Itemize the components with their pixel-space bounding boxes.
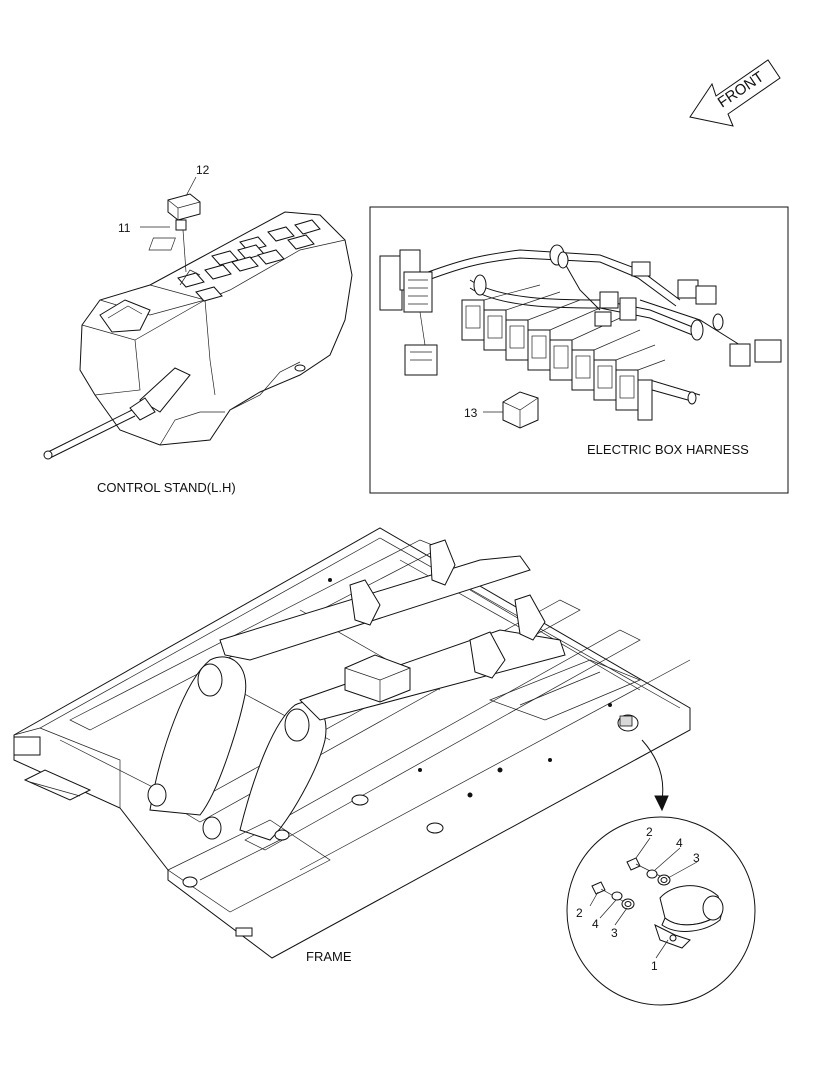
relay-row	[461, 284, 666, 421]
callout-13: 13	[464, 406, 478, 420]
frame-drawing	[13, 527, 691, 959]
callout-1: 1	[651, 959, 658, 973]
front-arrow: FRONT	[689, 59, 781, 127]
callout-3-upper: 3	[693, 851, 700, 865]
callout-3-lower: 3	[611, 926, 618, 940]
control-stand-label: CONTROL STAND(L.H)	[97, 480, 236, 495]
callout-2-lower: 2	[576, 906, 583, 920]
control-stand-drawing	[43, 193, 353, 460]
electric-box-frame	[369, 206, 789, 494]
callout-2-upper: 2	[646, 825, 653, 839]
electric-box-label: ELECTRIC BOX HARNESS	[587, 442, 749, 457]
callout-12: 12	[196, 163, 210, 177]
callout-4-lower: 4	[592, 917, 599, 931]
callout-11: 11	[118, 221, 131, 235]
callout-4-upper: 4	[676, 836, 683, 850]
detail-circle	[566, 816, 756, 1006]
frame-label: FRAME	[306, 949, 352, 964]
electric-box-harness-drawing	[379, 244, 782, 429]
detail-buzzer	[591, 857, 724, 949]
